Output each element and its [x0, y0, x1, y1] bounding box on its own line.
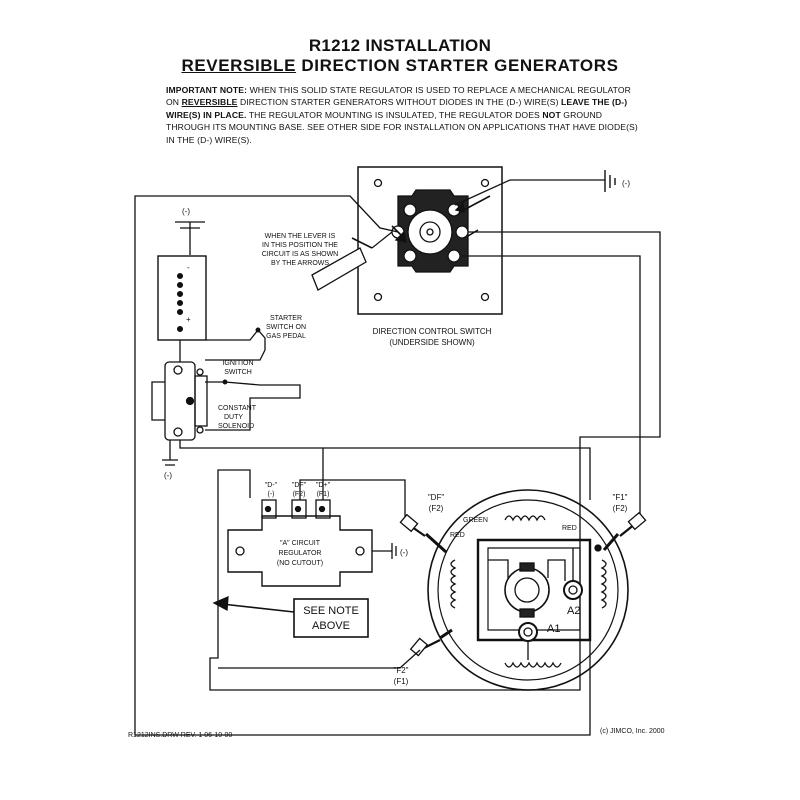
switch-lever [311, 231, 393, 291]
subtitle-rest: DIRECTION STARTER GENERATORS [296, 56, 619, 75]
generator-terminal-f1 [594, 511, 647, 552]
term-df-label-2: (F2) [293, 491, 306, 498]
ignition-label-2: SWITCH [224, 369, 252, 376]
regulator-ground [372, 543, 397, 559]
gen-f1-label-1: "F1" [612, 493, 627, 502]
gen-f1-label-2: (F2) [613, 504, 628, 513]
copyright: (c) JIMCO, Inc. 2000 [600, 728, 665, 735]
wire-f2-to-switch [218, 649, 421, 669]
lever-note-4: BY THE ARROWS [271, 260, 329, 267]
wire-dplus-bus [323, 447, 591, 500]
drawing-id: R1212INS.DRW REV. 1 06-10-00 [128, 732, 233, 739]
switch-label-1: DIRECTION CONTROL SWITCH [373, 327, 492, 336]
solenoid-label-1: CONSTANT [218, 405, 257, 412]
note-lead: IMPORTANT NOTE: [166, 85, 248, 95]
switch-label-2: (UNDERSIDE SHOWN) [389, 338, 475, 347]
note-text-2: DIRECTION STARTER GENERATORS WITHOUT DIO… [237, 97, 562, 108]
note-leave: LEAVE THE (D-) WIRE(S) IN PLACE. [166, 97, 628, 120]
regulator-label-1: "A" CIRCUIT [280, 540, 321, 547]
gen-df-label-1: "DF" [428, 493, 445, 502]
important-note: IMPORTANT NOTE: WHEN THIS SOLID STATE RE… [166, 84, 646, 146]
solenoid-label-2: DUTY [224, 414, 243, 421]
note-text-1: WHEN THIS SOLID STATE REGULATOR IS USED … [166, 85, 631, 108]
see-note-label-2: ABOVE [312, 620, 350, 632]
constant-duty-solenoid [151, 361, 208, 441]
generator-terminal-df [399, 513, 448, 554]
battery [157, 255, 207, 341]
starter-label-1: STARTER [270, 315, 302, 322]
starter-generator [427, 489, 629, 691]
see-note-label-1: SEE NOTE [303, 605, 359, 617]
note-reversible: REVERSIBLE [181, 97, 238, 108]
terminal-a2-label: A2 [567, 605, 580, 617]
ignition-label-1: IGNITION [222, 360, 253, 367]
wire-switch-to-f1 [209, 231, 661, 691]
regulator-label-2: REGULATOR [279, 550, 322, 557]
ignition-switch [205, 379, 301, 431]
wire-color-red-left: RED [450, 532, 465, 539]
subtitle-reversible: REVERSIBLE [181, 56, 297, 75]
wire-df-to-generator [299, 479, 406, 522]
note-text-4: GROUND THROUGH ITS MOUNTING BASE. SEE OT… [166, 109, 638, 145]
ground-label-top-right: (-) [622, 179, 630, 188]
lever-note-1: WHEN THE LEVER IS [265, 233, 336, 240]
note-text-3: THE REGULATOR MOUNTING IS INSULATED, THE… [246, 109, 543, 120]
page-subtitle: REVERSIBLE DIRECTION STARTER GENERATORS [0, 56, 800, 76]
battery-minus-label: - [187, 263, 190, 272]
wire-color-red-right: RED [562, 525, 577, 532]
starter-label-2: SWITCH ON [266, 324, 306, 331]
see-note-box [293, 598, 369, 638]
note-not: NOT [542, 109, 561, 120]
starter-switch [205, 327, 266, 361]
regulator [227, 499, 373, 587]
term-dminus-label-1: "D-" [265, 482, 278, 489]
term-dplus-label-2: (F1) [317, 491, 330, 498]
see-note-arrow [212, 595, 295, 613]
term-dplus-label-1: "D+" [316, 482, 331, 489]
gen-f2-label-1: "F2" [393, 666, 408, 675]
term-dminus-label-2: (-) [268, 491, 275, 498]
lever-note-2: IN THIS POSITION THE [262, 242, 338, 249]
solenoid-label-3: SOLENOID [218, 423, 254, 430]
wire-switch-to-battery [134, 195, 591, 736]
battery-ground [175, 221, 205, 255]
wire-solenoid-to-regulator [179, 440, 324, 500]
starter-label-3: GAS PEDAL [266, 333, 306, 340]
battery-plus-label: + [186, 315, 191, 324]
gen-f2-label-2: (F1) [394, 677, 409, 686]
lever-note-3: CIRCUIT IS AS SHOWN [262, 251, 339, 258]
terminal-a1-label: A1 [547, 623, 560, 635]
direction-control-switch [357, 166, 503, 315]
gen-df-label-2: (F2) [429, 504, 444, 513]
generator-terminal-f2 [409, 628, 453, 657]
ground-symbol-top-right [454, 170, 616, 206]
regulator-ground-label: (-) [400, 548, 408, 557]
regulator-label-3: (NO CUTOUT) [277, 560, 323, 567]
term-df-label-1: "DF" [292, 482, 307, 489]
solenoid-ground [162, 440, 178, 466]
battery-neg-label: (-) [182, 207, 190, 216]
wire-switch-to-generator [462, 255, 641, 517]
page-title: R1212 INSTALLATION [308, 36, 492, 55]
wire-color-green: GREEN [463, 517, 488, 524]
solenoid-ground-label: (-) [164, 471, 172, 480]
